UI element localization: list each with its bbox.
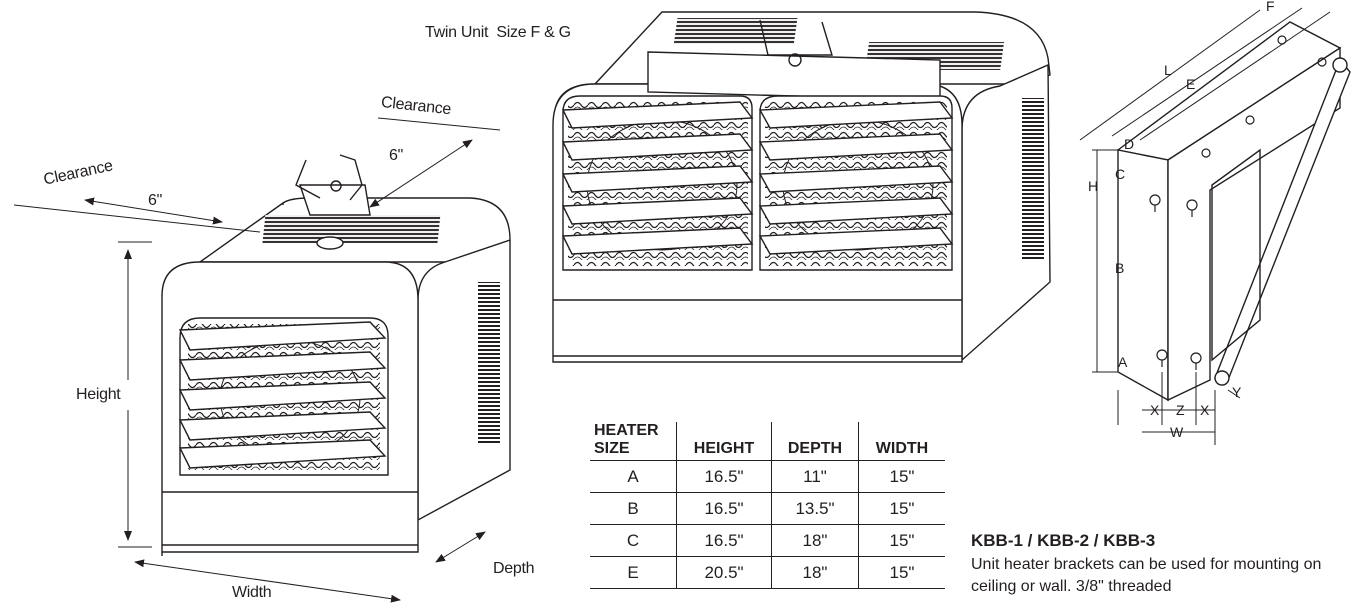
table-header-row: HEATER SIZE HEIGHT DEPTH WIDTH — [590, 422, 945, 461]
bracket-label-x1: X — [1150, 402, 1160, 418]
bracket-dimension-lines — [1079, 7, 1331, 445]
cell-height: 16.5" — [676, 460, 772, 493]
table-row: C 16.5" 18" 15" — [590, 524, 945, 557]
bracket-label-c: C — [1115, 166, 1126, 182]
bracket-model-title: KBB-1 / KBB-2 / KBB-3 — [971, 531, 1156, 550]
bracket-label-z: Z — [1176, 402, 1185, 418]
cell-width: 15" — [858, 460, 945, 493]
cell-width: 15" — [858, 556, 945, 589]
col-depth: DEPTH — [771, 422, 859, 461]
cell-width: 15" — [858, 492, 945, 525]
cell-depth: 11" — [771, 460, 859, 493]
cell-width: 15" — [858, 524, 945, 557]
bracket-info: KBB-1 / KBB-2 / KBB-3 Unit heater bracke… — [971, 531, 1351, 598]
bracket-label-w: W — [1170, 424, 1184, 440]
table-row: A 16.5" 11" 15" — [590, 460, 945, 493]
single-dimension-lines — [13, 117, 501, 603]
bracket-label-y: Y — [1232, 384, 1242, 400]
col-height: HEIGHT — [676, 422, 772, 461]
bracket-label-e: E — [1186, 76, 1196, 92]
table-row: B 16.5" 13.5" 15" — [590, 492, 945, 525]
cell-size: E — [590, 556, 677, 589]
clearance-left-value: 6" — [148, 192, 162, 209]
cell-height: 20.5" — [676, 556, 772, 589]
bracket-label-b: B — [1115, 260, 1125, 276]
table-row: E 20.5" 18" 15" — [590, 556, 945, 589]
cell-size: B — [590, 492, 677, 525]
bracket-label-x2: X — [1200, 402, 1210, 418]
bracket-label-a: A — [1118, 354, 1128, 370]
cell-depth: 18" — [771, 556, 859, 589]
height-label: Height — [76, 386, 121, 403]
twin-unit-title: Twin Unit Size F & G — [425, 24, 571, 41]
cell-depth: 18" — [771, 524, 859, 557]
cell-size: C — [590, 524, 677, 557]
twin-heater-drawing — [552, 11, 1051, 363]
depth-label: Depth — [493, 560, 535, 577]
bracket-description: Unit heater brackets can be used for mou… — [971, 556, 1322, 595]
clearance-top-value: 6" — [389, 147, 403, 164]
cell-height: 16.5" — [676, 492, 772, 525]
heater-size-table: HEATER SIZE HEIGHT DEPTH WIDTH A 16.5" 1… — [590, 422, 945, 589]
bracket-drawing — [1116, 21, 1351, 402]
cell-size: A — [590, 460, 677, 493]
cell-depth: 13.5" — [771, 492, 859, 525]
single-heater-drawing — [161, 154, 511, 556]
col-width: WIDTH — [858, 422, 945, 461]
width-label: Width — [232, 584, 272, 601]
bracket-label-l: L — [1164, 62, 1172, 78]
bracket-label-d: D — [1124, 136, 1135, 152]
col-heater-size: HEATER SIZE — [590, 422, 677, 461]
bracket-label-f: F — [1266, 0, 1275, 14]
bracket-label-h: H — [1088, 178, 1099, 194]
cell-height: 16.5" — [676, 524, 772, 557]
